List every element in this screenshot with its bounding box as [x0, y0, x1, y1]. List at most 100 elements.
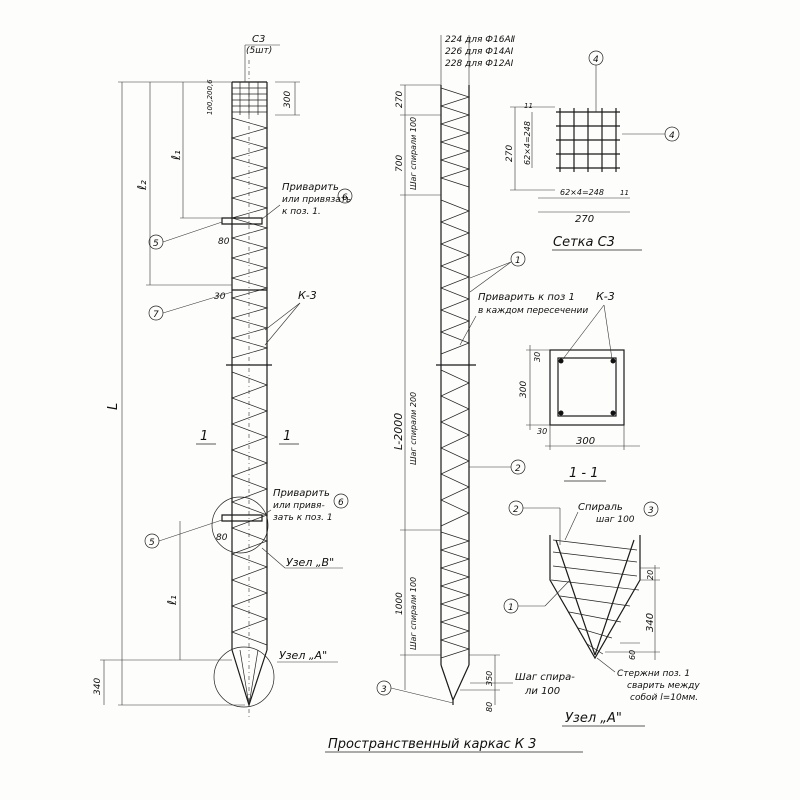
- node-callout-3-label: 3: [648, 506, 654, 516]
- mesh-callout-4-top-label: 4: [593, 55, 599, 65]
- section-dim-30-top: 30: [533, 352, 542, 362]
- mesh-dim-62-h: 62×4=248: [560, 188, 604, 197]
- weld-note-upper-1: Приварить: [282, 182, 339, 193]
- node-callout-3: [643, 501, 659, 517]
- dim-300-top: 300: [283, 91, 293, 108]
- dim-270: 270: [395, 91, 405, 108]
- pitch-100-top: Шаг спирали 100: [409, 117, 418, 190]
- node-b-label: Узел „В": [286, 556, 334, 569]
- middle-spiral: [439, 87, 471, 659]
- mesh-label: С3: [252, 34, 265, 45]
- lower-clamp: [221, 514, 263, 522]
- section-dim-30-bot: 30: [537, 427, 547, 436]
- spiral-mid-middle: [440, 369, 470, 527]
- spiral-mid-top: [439, 87, 471, 188]
- pitch-100-bottom: Шаг спирали 100: [409, 577, 418, 650]
- weld-note-upper-2: или привязать: [282, 195, 351, 205]
- dim-l1: ℓ₁: [169, 150, 183, 161]
- drawing-title: Пространственный каркас К 3: [328, 737, 536, 752]
- section-mark-right: 1: [283, 429, 291, 444]
- node-dim-20: 20: [646, 570, 655, 580]
- mid-callout-3-label: 3: [381, 685, 387, 695]
- node-spiral-turn: [552, 565, 638, 577]
- pitch-200: Шаг спирали 200: [409, 392, 418, 465]
- spiral-left-lower: [230, 371, 269, 646]
- dim-l2: ℓ₂: [135, 180, 149, 191]
- node-a-rod-2: [594, 539, 635, 656]
- node-spiral-turn: [551, 579, 639, 591]
- weld-note-upper-3: к поз. 1.: [282, 207, 321, 217]
- section-mark-left: 1: [200, 429, 208, 444]
- tip-rod-b: [248, 649, 259, 706]
- callout-6-upper: [337, 188, 353, 204]
- node-note-3: собой l=10мм.: [630, 693, 698, 703]
- section-1-1: 300 30 30 300 1 - 1: [519, 304, 640, 482]
- node-note-1: Стержни поз. 1: [617, 669, 690, 679]
- mid-callout-2-label: 2: [515, 464, 521, 474]
- section-inner: [557, 357, 617, 417]
- spiral-pitch: шаг 100: [596, 515, 635, 525]
- node-a-rod-1: [555, 539, 596, 656]
- dim-350: 350: [485, 671, 494, 686]
- spiral-left-upper: [230, 117, 269, 359]
- weld-note-lower-2: или привя-: [273, 501, 325, 511]
- node-a-outline: [549, 535, 641, 660]
- node-a-spiral: [551, 539, 639, 655]
- dim-340: 340: [93, 678, 103, 695]
- callout-7-label: 7: [153, 310, 159, 320]
- node-spiral-turn: [552, 551, 638, 563]
- k3-label-left: К-3: [298, 289, 317, 302]
- spiral-mid-upper: [440, 199, 470, 355]
- mesh-dim-11-b: 11: [620, 189, 629, 197]
- rebar-note-3: 228 для Ф12АⅠ: [445, 59, 514, 69]
- rebar-note-2: 226 для Ф14АⅠ: [445, 47, 514, 57]
- cage-tip: [231, 649, 268, 707]
- dim-L-2000: L-2000: [392, 413, 405, 450]
- node-spiral-turn: [569, 611, 621, 623]
- node-spiral-turn: [552, 539, 638, 551]
- section-rod-bl: [558, 410, 564, 416]
- mesh-count: (5шт): [246, 46, 272, 56]
- section-rod-tr: [610, 358, 616, 364]
- node-a-label: Узел „А": [279, 649, 327, 662]
- middle-cage-view: 224 для Ф16АⅡ 226 для Ф14АⅠ 228 для Ф12А…: [376, 35, 615, 712]
- node-dim-340: 340: [645, 613, 656, 632]
- mid-weld-note-2: в каждом пересечении: [478, 306, 588, 316]
- node-note-2: сварить между: [627, 681, 700, 691]
- node-a-caption: Узел „А": [565, 711, 622, 726]
- weld-note-lower-1: Приварить: [273, 488, 330, 499]
- top-mesh-lines: [232, 82, 267, 115]
- node-spiral-turn: [560, 595, 630, 607]
- section-rod-br: [610, 410, 616, 416]
- node-callout-1-label: 1: [508, 603, 514, 613]
- node-a-circle: [213, 646, 275, 708]
- callout-6-lower: [333, 493, 349, 509]
- mesh-dim-62-v: 62×4=248: [523, 121, 532, 165]
- spiral-mid-bottom: [439, 531, 471, 659]
- callout-5-lower-label: 5: [149, 538, 155, 548]
- callout-6-upper-label: 6: [342, 193, 348, 203]
- mid-callout-1: [510, 251, 526, 267]
- tip-rod-a: [239, 649, 250, 706]
- node-spiral-turn: [578, 627, 612, 639]
- node-a-detail: 2 1 Спираль шаг 100 3 20 340 60 Стержни …: [503, 500, 700, 727]
- mesh-grid: [556, 108, 620, 172]
- weld-note-lower-3: зать к поз. 1: [273, 513, 333, 523]
- node-b-circle: [211, 496, 269, 554]
- section-outer: [549, 349, 625, 426]
- pitch-note-1: Шаг спира-: [515, 672, 575, 683]
- dim-80-upper: 80: [218, 237, 230, 247]
- dim-1000: 1000: [395, 592, 405, 615]
- mesh-caption: Сетка С3: [553, 235, 615, 250]
- mid-callout-1-label: 1: [515, 256, 521, 266]
- callout-6-lower-label: 6: [338, 498, 344, 508]
- mid-tip: [440, 664, 470, 702]
- mesh-dim-11-a: 11: [524, 102, 533, 110]
- dim-700: 700: [395, 155, 405, 172]
- rebar-note-1: 224 для Ф16АⅡ: [445, 35, 516, 45]
- dim-top-pitch: 100,200,6: [206, 79, 214, 115]
- section-caption: 1 - 1: [569, 466, 599, 481]
- spiral-label: Спираль: [578, 502, 623, 513]
- node-spiral-turn: [586, 643, 604, 655]
